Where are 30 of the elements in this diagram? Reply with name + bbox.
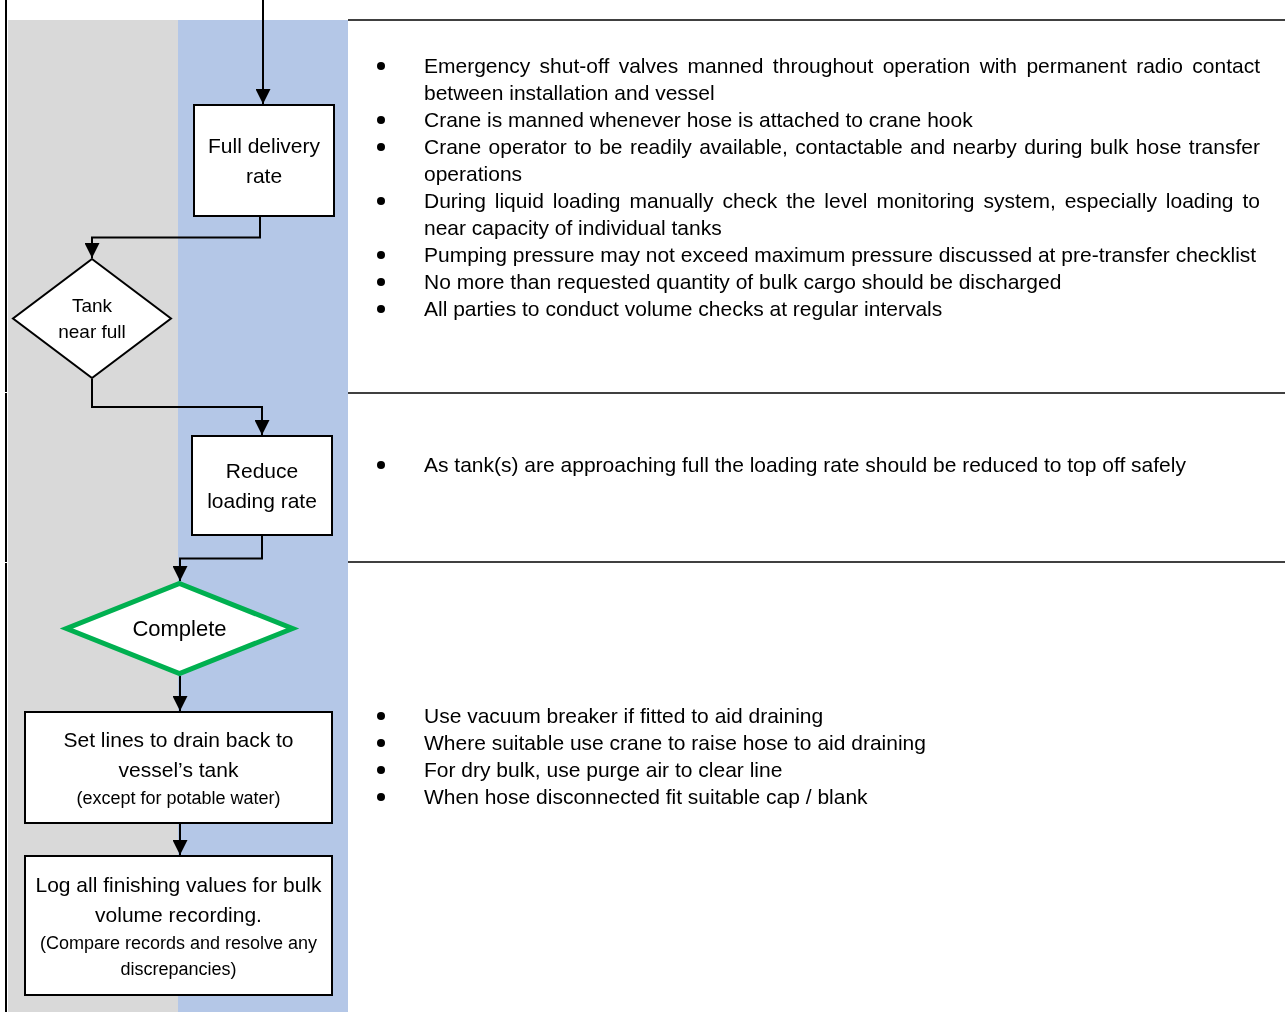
bullet-text: Where suitable use crane to raise hose to aid draining — [424, 731, 926, 754]
node-text: Log all finishing values for bulk volume recording. — [34, 871, 323, 928]
process-box — [193, 104, 335, 217]
bullet-text: Crane operator to be readily available, contactable and nearby during bulk hose transfer operations — [424, 135, 1260, 185]
bullet-text: When hose disconnected fit suitable cap / blank — [424, 785, 868, 808]
arrow — [84, 216, 261, 259]
process-box — [24, 855, 333, 996]
bullet-text: All parties to conduct volume checks at regular intervals — [424, 297, 943, 320]
decision-diamond — [12, 258, 172, 379]
bullet-text: During liquid loading manually check the level monitoring system, especially loading to near capacity of individual tanks — [424, 189, 1260, 239]
arrow — [255, 0, 271, 105]
arrow — [172, 535, 263, 582]
arrow — [172, 675, 188, 712]
bullet-text: Use vacuum breaker if fitted to aid draining — [424, 704, 824, 727]
node-text: Reduce loading rate — [206, 457, 318, 514]
node-note: (except for potable water) — [75, 786, 282, 810]
node-text: Tank near full — [57, 293, 127, 344]
bullet-text: Crane is manned whenever hose is attached to crane hook — [424, 108, 973, 131]
process-box — [24, 711, 333, 824]
arrow — [91, 378, 270, 436]
bullet-text: Emergency shut-off valves manned throughout operation with permanent radio contact between installation and vessel — [424, 54, 1260, 104]
arrow — [172, 823, 188, 856]
bullet-text: As tank(s) are approaching full the loading rate should be reduced to top off safely — [424, 453, 1186, 476]
node-text: Full delivery rate — [206, 132, 321, 189]
bullet-text: No more than requested quantity of bulk cargo should be discharged — [424, 270, 1062, 293]
process-box — [191, 435, 333, 536]
node-note: (Compare records and resolve any discrepancies) — [38, 931, 319, 981]
node-text: Set lines to drain back to vessel’s tank — [62, 726, 295, 783]
bullet-text: Pumping pressure may not exceed maximum pressure discussed at pre-transfer checklist — [424, 243, 1257, 266]
bullet-text: For dry bulk, use purge air to clear line — [424, 758, 783, 781]
